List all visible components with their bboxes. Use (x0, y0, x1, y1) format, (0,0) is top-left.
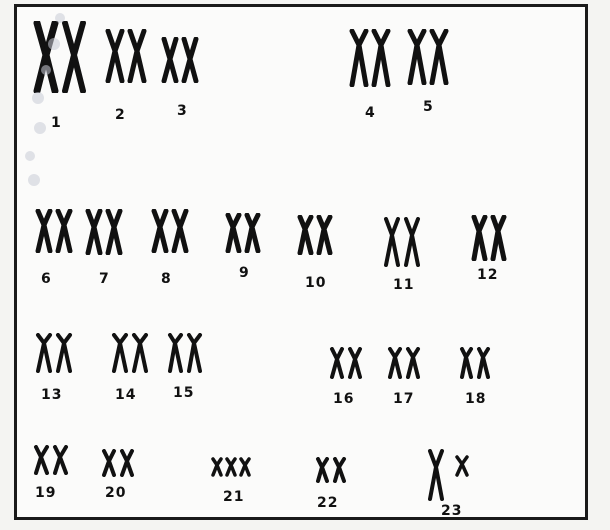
chromosome-icon (471, 215, 488, 261)
chromosome-icon (329, 347, 345, 379)
chromosome-icon (161, 37, 179, 83)
chromosome-pair-12 (471, 215, 507, 261)
chromosome-pair-23 (427, 449, 469, 501)
chromosome-icon (225, 213, 242, 253)
pair-label: 6 (41, 271, 52, 287)
chromosome-pair-7 (85, 209, 123, 255)
pair-label: 14 (115, 387, 136, 403)
chromosome-pair-22 (315, 457, 347, 483)
chromosome-pair-15 (167, 333, 203, 373)
pair-label: 3 (177, 103, 188, 119)
chromosome-pair-13 (35, 333, 73, 373)
chromosome-pair-5 (407, 29, 449, 85)
chromosome-pair-6 (35, 209, 73, 253)
chromosome-icon (151, 209, 169, 253)
pair-label: 11 (393, 277, 414, 293)
chromosome-icon (181, 37, 199, 83)
pair-label: 9 (239, 265, 250, 281)
chromosome-pair-10 (297, 215, 333, 255)
chromosome-icon (186, 333, 203, 373)
chromosome-icon (35, 209, 53, 253)
pair-label: 12 (477, 267, 498, 283)
pair-label: 20 (105, 485, 126, 501)
pair-label: 18 (465, 391, 486, 407)
pair-label: 4 (365, 105, 376, 121)
pair-label: 23 (441, 503, 462, 519)
chromosome-icon (407, 29, 427, 85)
chromosome-pair-8 (151, 209, 189, 253)
pair-label: 8 (161, 271, 172, 287)
chromosome-icon (171, 209, 189, 253)
chromosome-icon (52, 445, 69, 475)
chromosome-icon (455, 455, 469, 477)
chromosome-icon (490, 215, 507, 261)
chromosome-icon (332, 457, 347, 483)
chromosome-icon (239, 457, 251, 477)
chromosome-icon (405, 347, 421, 379)
chromosome-pair-19 (33, 445, 69, 475)
chromosome-icon (403, 217, 421, 267)
chromosome-icon (131, 333, 149, 373)
chromosome-icon (347, 347, 363, 379)
pair-label: 15 (173, 385, 194, 401)
chromosome-pair-16 (329, 347, 363, 379)
chromosome-icon (371, 29, 391, 87)
pair-label: 17 (393, 391, 414, 407)
chromosome-pair-3 (161, 37, 199, 83)
chromosome-icon (55, 333, 73, 373)
chromosome-icon (55, 209, 73, 253)
chromosome-icon (427, 449, 445, 501)
chromosome-icon (85, 209, 103, 255)
chromosome-icon (429, 29, 449, 85)
chromosome-pair-20 (101, 449, 135, 477)
chromosome-icon (476, 347, 491, 379)
chromosome-icon (211, 457, 223, 477)
chromosome-icon (225, 457, 237, 477)
chromosome-pair-21 (211, 457, 251, 477)
pair-label: 21 (223, 489, 244, 505)
chromosome-icon (244, 213, 261, 253)
pair-label: 22 (317, 495, 338, 511)
chromosome-icon (387, 347, 403, 379)
chromosome-icon (119, 449, 135, 477)
chromosome-icon (35, 333, 53, 373)
chromosome-icon (101, 449, 117, 477)
chromosome-icon (316, 215, 333, 255)
pair-label: 16 (333, 391, 354, 407)
chromosome-icon (111, 333, 129, 373)
chromosome-pair-17 (387, 347, 421, 379)
chromosome-icon (105, 209, 123, 255)
chromosome-pair-9 (225, 213, 261, 253)
pair-label: 7 (99, 271, 110, 287)
chromosome-icon (297, 215, 314, 255)
chromosome-pair-4 (349, 29, 391, 87)
watermark-logo (0, 0, 140, 200)
pair-label: 13 (41, 387, 62, 403)
pair-label: 5 (423, 99, 434, 115)
chromosome-icon (33, 445, 50, 475)
chromosome-icon (383, 217, 401, 267)
pair-label: 10 (305, 275, 326, 291)
chromosome-icon (315, 457, 330, 483)
chromosome-pair-11 (383, 217, 421, 267)
chromosome-pair-18 (459, 347, 491, 379)
pair-label: 19 (35, 485, 56, 501)
chromosome-icon (459, 347, 474, 379)
chromosome-icon (349, 29, 369, 87)
chromosome-icon (167, 333, 184, 373)
chromosome-pair-14 (111, 333, 149, 373)
